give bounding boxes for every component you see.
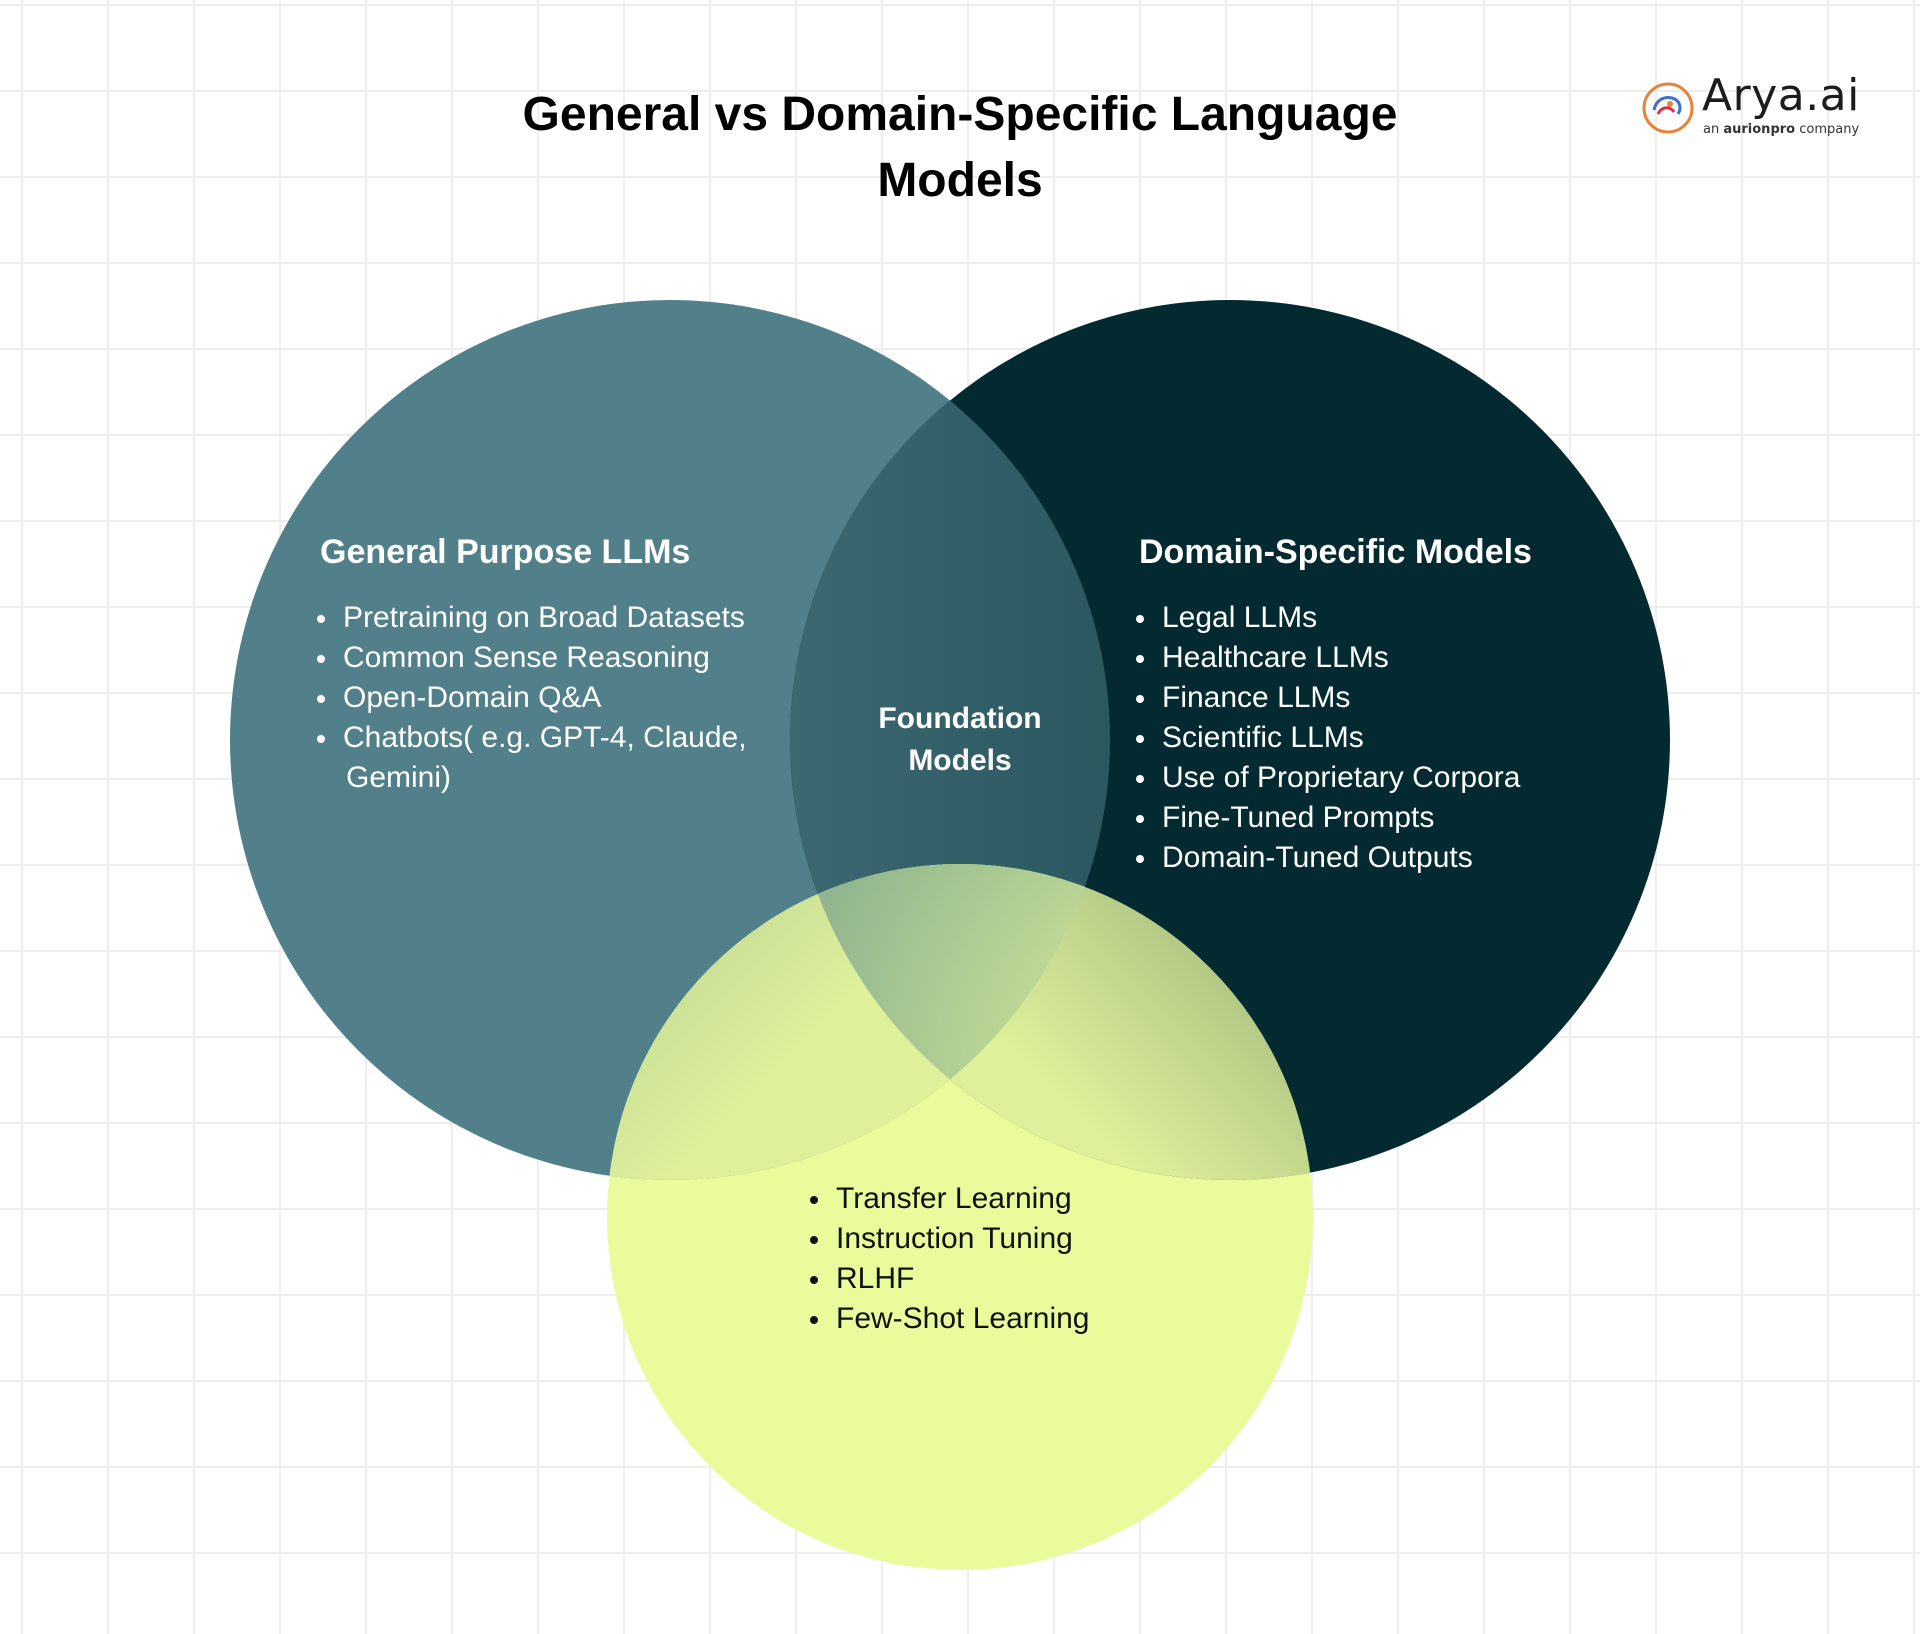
- arya-logo: Arya.ai an aurionpro company: [1640, 70, 1859, 144]
- list-item: Chatbots( e.g. GPT-4, Claude,: [313, 718, 747, 758]
- list-item: Legal LLMs: [1132, 598, 1520, 638]
- logo-tagline: an aurionpro company: [1703, 122, 1859, 137]
- list-item: Common Sense Reasoning: [313, 638, 747, 678]
- logo-mark-icon: [1642, 82, 1694, 134]
- general-heading: General Purpose LLMs: [320, 533, 691, 571]
- foundation-label-line2: Models: [908, 744, 1012, 777]
- foundation-label: Foundation Models: [860, 698, 1060, 782]
- general-list: Pretraining on Broad Datasets Common Sen…: [313, 598, 747, 758]
- list-item: RLHF: [806, 1259, 1089, 1299]
- logo-tag-prefix: an: [1703, 122, 1720, 137]
- list-item: Healthcare LLMs: [1132, 638, 1520, 678]
- list-item: Open-Domain Q&A: [313, 678, 747, 718]
- diagram-title: General vs Domain-Specific Language Mode…: [460, 82, 1460, 214]
- general-list-continuation: Gemini): [346, 761, 452, 794]
- overlap-center: [790, 864, 1110, 1180]
- logo-tag-brand: aurionpro: [1723, 122, 1796, 137]
- list-item: Pretraining on Broad Datasets: [313, 598, 747, 638]
- list-item: Few-Shot Learning: [806, 1299, 1089, 1339]
- list-item: Scientific LLMs: [1132, 718, 1520, 758]
- list-item: Use of Proprietary Corpora: [1132, 758, 1520, 798]
- logo-wordmark: Arya.ai: [1702, 70, 1860, 121]
- list-item: Finance LLMs: [1132, 678, 1520, 718]
- domain-list: Legal LLMs Healthcare LLMs Finance LLMs …: [1132, 598, 1520, 878]
- list-item: Domain-Tuned Outputs: [1132, 838, 1520, 878]
- foundation-label-line1: Foundation: [878, 702, 1042, 735]
- foundation-list: Transfer Learning Instruction Tuning RLH…: [806, 1179, 1089, 1339]
- logo-tag-suffix: company: [1799, 122, 1860, 137]
- domain-heading: Domain-Specific Models: [1139, 533, 1532, 571]
- list-item: Transfer Learning: [806, 1179, 1089, 1219]
- title-text: General vs Domain-Specific Language Mode…: [522, 88, 1398, 207]
- list-item: Fine-Tuned Prompts: [1132, 798, 1520, 838]
- list-item: Instruction Tuning: [806, 1219, 1089, 1259]
